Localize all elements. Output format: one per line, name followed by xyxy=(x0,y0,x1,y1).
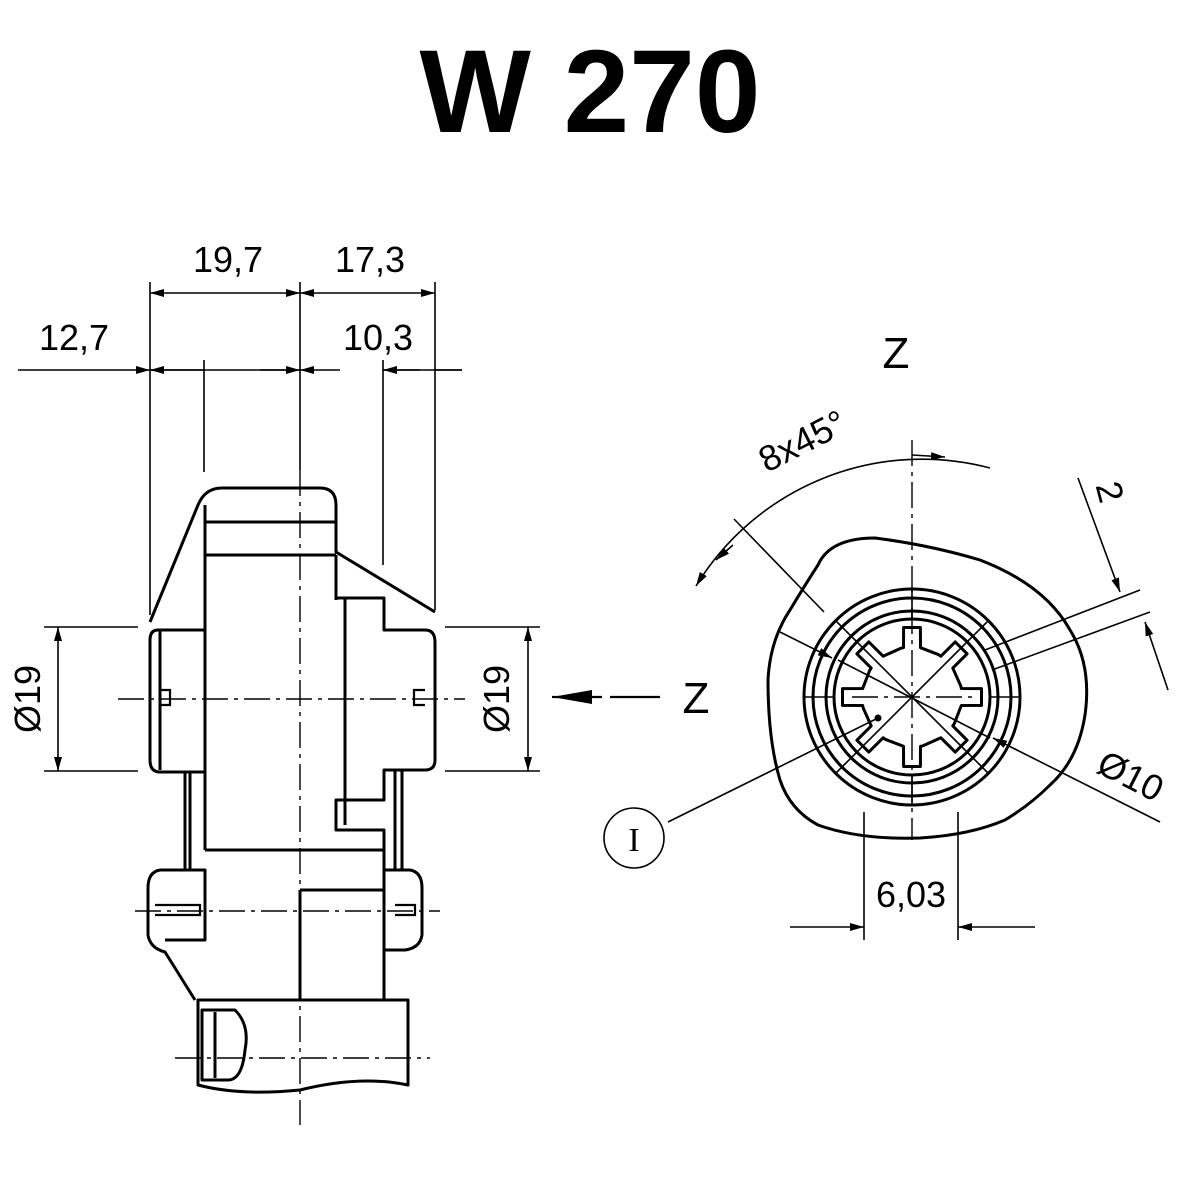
side-center-lines xyxy=(118,470,465,1125)
hub-slots xyxy=(155,688,425,917)
view-direction-label: Z xyxy=(683,674,710,723)
callout-balloon xyxy=(603,807,665,869)
depth-dimension xyxy=(984,477,1169,691)
dim-12-7: 12,7 xyxy=(39,317,109,358)
dim-diameter-left: Ø19 xyxy=(7,665,48,733)
dim-19-7: 19,7 xyxy=(193,239,263,280)
side-view: 19,7 17,3 12,7 10,3 Ø19 Ø19 Z xyxy=(7,239,709,1125)
detail-callout: I xyxy=(628,822,639,859)
callout-point xyxy=(874,714,882,722)
dim-width: 6,03 xyxy=(876,874,946,915)
angle-extension xyxy=(733,518,825,613)
end-view: Z xyxy=(603,329,1170,940)
bore-leader xyxy=(779,631,1161,823)
end-center-lines xyxy=(852,440,972,840)
outer-contour xyxy=(766,536,1089,840)
drawing-title: W 270 xyxy=(419,26,760,158)
dimension-lines xyxy=(18,289,532,771)
dim-angle: 8x45° xyxy=(752,402,853,481)
extension-lines xyxy=(44,282,540,772)
dim-diameter-right: Ø19 xyxy=(476,665,517,733)
joint-body-outline xyxy=(146,486,437,1094)
callout-leader xyxy=(667,717,879,823)
width-dimension xyxy=(790,812,1035,940)
ring-ticks xyxy=(804,589,1020,805)
dim-bore: Ø10 xyxy=(1091,742,1170,809)
spline-profile xyxy=(841,626,983,768)
end-view-label: Z xyxy=(883,329,910,378)
dim-depth: 2 xyxy=(1088,477,1133,507)
dim-10-3: 10,3 xyxy=(343,317,413,358)
dim-17-3: 17,3 xyxy=(335,239,405,280)
angle-arc xyxy=(695,458,991,587)
